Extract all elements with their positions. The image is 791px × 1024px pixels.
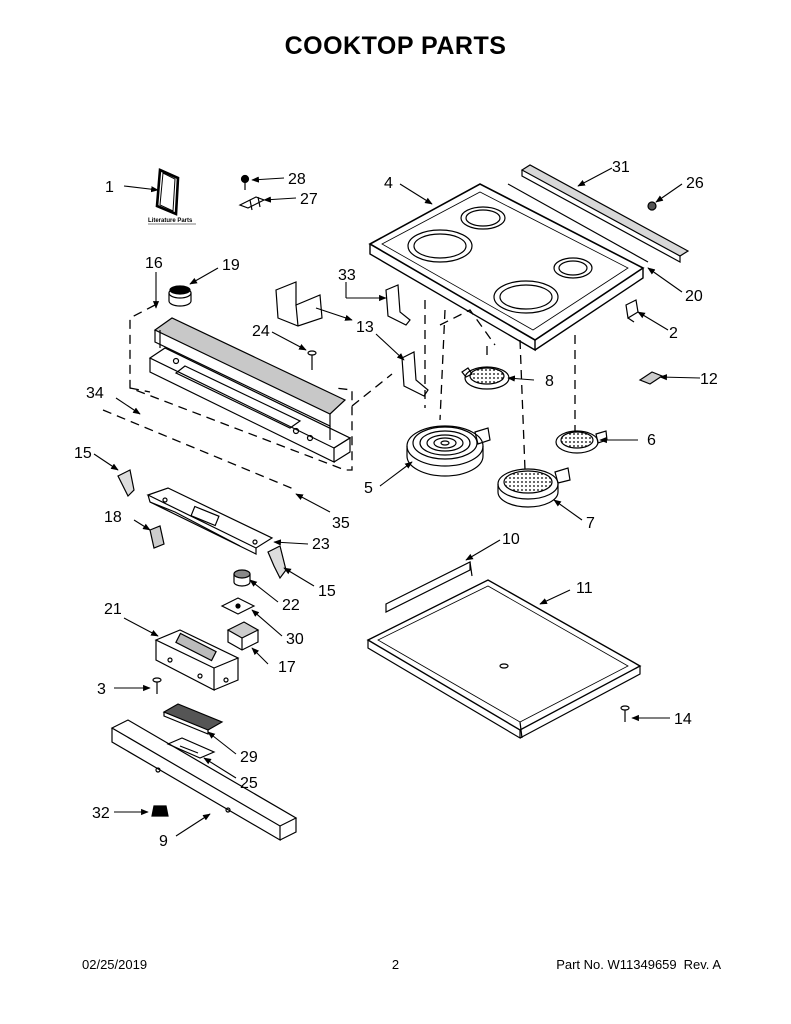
callout-3: 3 bbox=[97, 681, 106, 698]
callout-12: 12 bbox=[700, 371, 718, 388]
screw-24 bbox=[307, 350, 317, 370]
element-5 bbox=[406, 425, 491, 477]
callout-31: 31 bbox=[612, 159, 630, 176]
callout-7: 7 bbox=[586, 515, 595, 532]
screw-28 bbox=[240, 174, 250, 190]
element-6 bbox=[555, 430, 608, 454]
board-29 bbox=[162, 703, 224, 735]
callout-34: 34 bbox=[86, 385, 104, 402]
callout-8: 8 bbox=[545, 373, 554, 390]
page-title: COOKTOP PARTS bbox=[284, 32, 507, 60]
callout-32: 32 bbox=[92, 805, 110, 822]
callout-35: 35 bbox=[332, 515, 350, 532]
callout-24: 24 bbox=[252, 323, 270, 340]
footer-date: 02/25/2019 bbox=[82, 957, 148, 972]
divider-10 bbox=[385, 561, 473, 613]
callout-13: 13 bbox=[356, 319, 374, 336]
screw-3 bbox=[152, 677, 162, 694]
mounting-bracket-23 bbox=[146, 487, 274, 555]
callout-5: 5 bbox=[364, 480, 373, 497]
knob-19 bbox=[168, 285, 192, 307]
footer-part-number: Part No. W11349659 Rev. A bbox=[556, 957, 721, 972]
element-8 bbox=[461, 366, 510, 390]
callout-22: 22 bbox=[282, 597, 300, 614]
bracket-15-bottom bbox=[267, 545, 287, 580]
assembly-dashed-lines bbox=[102, 300, 576, 491]
clip-2 bbox=[625, 299, 639, 323]
trim-strip-20 bbox=[507, 183, 649, 263]
callout-numbers: 1 2 3 4 5 6 7 8 9 10 11 12 13 14 15 15 1… bbox=[74, 159, 718, 850]
callout-29: 29 bbox=[240, 749, 258, 766]
literature-parts-label: Literature Parts bbox=[148, 218, 193, 224]
screw-14 bbox=[620, 705, 630, 722]
callout-11: 11 bbox=[576, 580, 593, 597]
callout-15-bottom: 15 bbox=[318, 583, 336, 600]
callout-23: 23 bbox=[312, 536, 330, 553]
callout-1: 1 bbox=[105, 179, 114, 196]
callout-14: 14 bbox=[674, 711, 692, 728]
callout-18: 18 bbox=[104, 509, 122, 526]
callout-30: 30 bbox=[286, 631, 304, 648]
revision: Rev. A bbox=[683, 957, 721, 972]
bracket-13-left bbox=[401, 351, 429, 397]
callout-20: 20 bbox=[685, 288, 703, 305]
front-trim-9 bbox=[110, 719, 298, 842]
bracket-33 bbox=[275, 281, 323, 327]
callout-9: 9 bbox=[159, 833, 168, 850]
bracket-13-right bbox=[385, 284, 411, 326]
callout-25: 25 bbox=[240, 775, 258, 792]
callout-26: 26 bbox=[686, 175, 704, 192]
callout-33: 33 bbox=[338, 267, 356, 284]
element-7 bbox=[497, 467, 571, 508]
callout-4: 4 bbox=[384, 175, 393, 192]
callout-6: 6 bbox=[647, 432, 656, 449]
plate-30 bbox=[220, 597, 256, 615]
bracket-25 bbox=[166, 737, 216, 759]
control-panel-16 bbox=[148, 317, 352, 463]
callout-15-top: 15 bbox=[74, 445, 92, 462]
callout-16: 16 bbox=[145, 255, 163, 272]
literature-parts bbox=[155, 168, 180, 216]
callout-19: 19 bbox=[222, 257, 240, 274]
callout-17: 17 bbox=[278, 659, 296, 676]
callout-21: 21 bbox=[104, 601, 122, 618]
footer-page-number: 2 bbox=[391, 957, 400, 972]
leader-lines bbox=[93, 167, 701, 837]
callout-27: 27 bbox=[300, 191, 318, 208]
cooktop-glass-4 bbox=[368, 183, 645, 352]
bracket-15-top bbox=[117, 469, 135, 498]
switch-17 bbox=[226, 621, 260, 651]
connector-12 bbox=[638, 371, 664, 385]
callout-10: 10 bbox=[502, 531, 520, 548]
callout-2: 2 bbox=[669, 325, 678, 342]
bracket-27 bbox=[238, 196, 266, 211]
rear-trim-31 bbox=[520, 164, 690, 264]
control-board-21 bbox=[154, 629, 240, 691]
knob-22 bbox=[233, 569, 251, 587]
callout-28: 28 bbox=[288, 171, 306, 188]
part-number: Part No. W11349659 bbox=[556, 957, 677, 972]
knob-32 bbox=[151, 805, 169, 817]
screw-26 bbox=[647, 201, 657, 211]
component-18 bbox=[149, 525, 165, 549]
burner-box-11 bbox=[366, 579, 642, 740]
